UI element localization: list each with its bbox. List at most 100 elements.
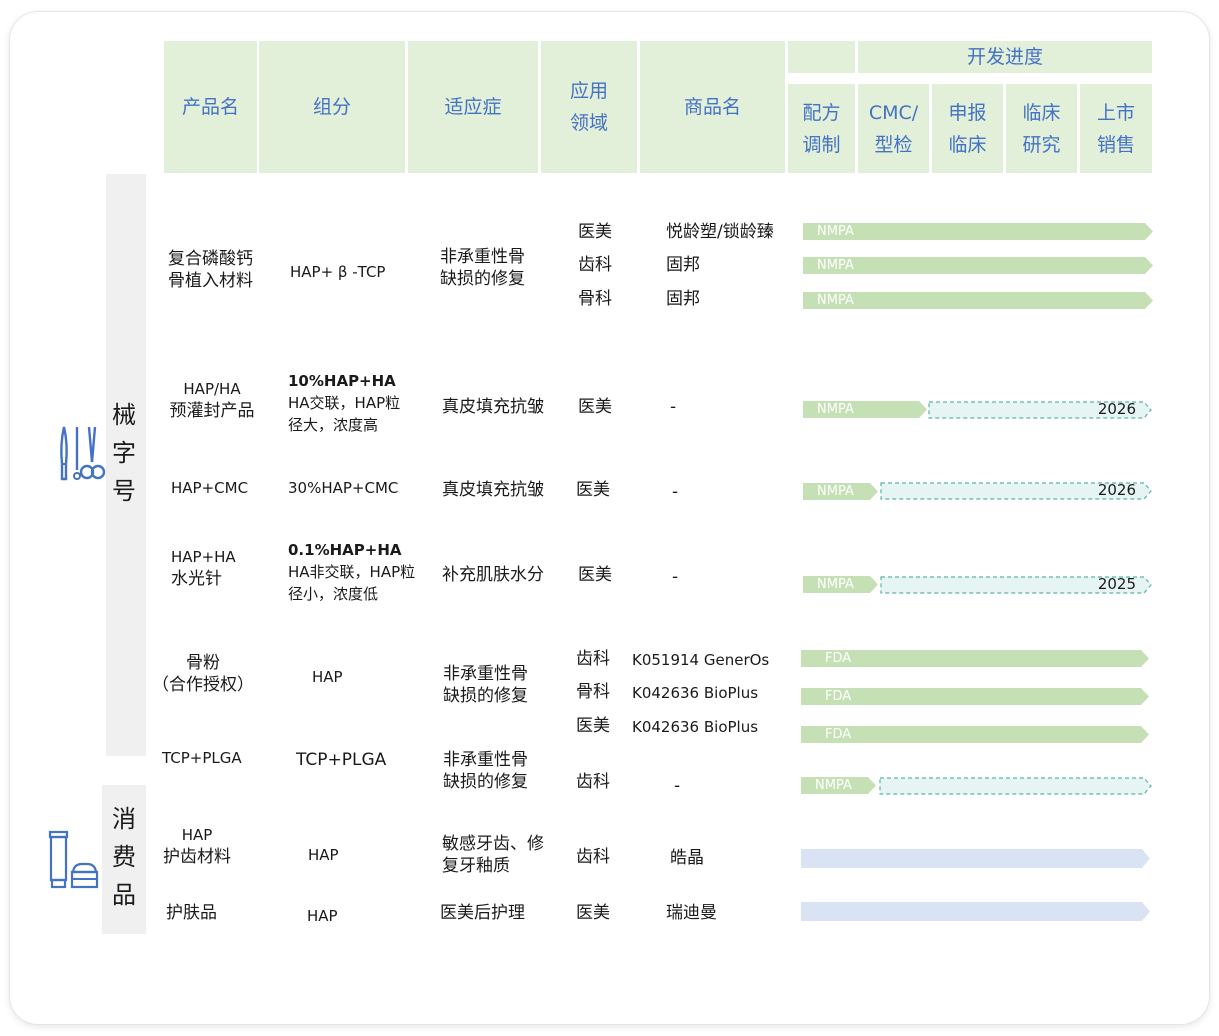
progress-bar: NMPA (803, 401, 927, 418)
component: 30%HAP+CMC (288, 479, 399, 497)
category-char: 消 (112, 805, 136, 833)
header-product-label: 产品名 (181, 96, 239, 118)
stage-line: 研究 (1022, 133, 1061, 156)
stage-line: 配方 (802, 101, 841, 124)
brand: K042636 BioPlus (632, 718, 759, 736)
stage-line: 型检 (874, 133, 913, 156)
field: 医美 (576, 903, 610, 923)
component: HAP (308, 846, 339, 864)
progress-bar: NMPA (803, 223, 1153, 240)
field: 齿科 (578, 255, 612, 275)
progress-bar: NMPA (803, 576, 878, 593)
progress-bar: NMPA (803, 257, 1153, 274)
progress-bar (801, 902, 1150, 921)
progress-bar (801, 849, 1150, 868)
header-stage: 配方调制 (788, 84, 855, 173)
brand: K042636 BioPlus (632, 684, 759, 702)
progress-bar: FDA (801, 726, 1149, 743)
stage-line: 申报 (948, 101, 987, 124)
brand: 固邦 (666, 289, 700, 309)
brand: - (672, 567, 679, 587)
brand: 瑞迪曼 (666, 903, 717, 923)
header-dev-progress: 开发进度 (858, 41, 1152, 73)
planned-bar: 2025 (880, 575, 1152, 594)
header-product: 产品名 (164, 41, 257, 173)
stage-line: CMC/ (868, 101, 919, 124)
progress-bar: FDA (801, 650, 1149, 667)
field: 骨科 (576, 682, 610, 702)
header-indication-label: 适应症 (444, 96, 502, 118)
product-name: 骨粉（合作授权） (152, 653, 254, 695)
cosmetic-tube-icon (46, 830, 101, 890)
field: 医美 (578, 565, 612, 585)
planned-year: 2025 (1097, 575, 1136, 593)
field: 齿科 (576, 847, 610, 867)
progress-bar: FDA (801, 688, 1149, 705)
header-component: 组分 (259, 41, 405, 173)
field: 骨科 (578, 289, 612, 309)
indication: 补充肌肤水分 (442, 565, 544, 585)
stage-line: 临床 (1022, 101, 1061, 124)
header-stage-blank (788, 41, 855, 73)
field: 医美 (578, 222, 612, 242)
indication: 真皮填充抗皱 (442, 480, 544, 500)
progress-bar: NMPA (803, 292, 1153, 309)
planned-bar (879, 777, 1152, 795)
brand: K051914 GenerOs (632, 651, 770, 669)
planned-year: 2026 (1097, 400, 1136, 418)
stage-line: 上市 (1096, 101, 1135, 124)
header-component-label: 组分 (312, 96, 351, 118)
header-stage: 申报临床 (932, 84, 1003, 173)
indication: 医美后护理 (440, 903, 525, 923)
category-band-consumer (102, 785, 146, 934)
brand: 固邦 (666, 255, 700, 275)
product-name: 复合磷酸钙骨植入材料 (168, 249, 253, 291)
category-char: 号 (112, 477, 136, 505)
product-name: HAP+CMC (171, 479, 249, 497)
category-label-consumer: 消 费 品 (104, 800, 144, 914)
header-stage: 临床研究 (1006, 84, 1077, 173)
brand: - (674, 776, 681, 796)
indication: 非承重性骨缺损的修复 (440, 247, 525, 289)
stage-line: 销售 (1096, 133, 1135, 156)
category-char: 字 (112, 439, 136, 467)
category-label-device: 械 字 号 (104, 396, 144, 510)
progress-bar: NMPA (801, 777, 876, 794)
field: 齿科 (576, 649, 610, 669)
brand: 皓晶 (670, 848, 704, 868)
header-field: 应用领域 (541, 41, 637, 173)
component: HAP (312, 668, 343, 686)
planned-bar: 2026 (880, 481, 1152, 500)
category-band-device (106, 174, 146, 756)
header-field-line: 领域 (569, 112, 608, 134)
header-brand-label: 商品名 (683, 96, 741, 118)
product-name: TCP+PLGA (162, 749, 242, 767)
progress-bar: NMPA (803, 483, 878, 500)
field: 医美 (576, 480, 610, 500)
stage-line: 临床 (948, 133, 987, 156)
header-stage: CMC/型检 (858, 84, 929, 173)
indication: 非承重性骨缺损的修复 (443, 750, 528, 792)
component: TCP+PLGA (296, 750, 387, 770)
indication: 敏感牙齿、修复牙釉质 (442, 834, 544, 876)
brand: - (672, 482, 679, 502)
header-stage: 上市销售 (1080, 84, 1152, 173)
indication: 非承重性骨缺损的修复 (443, 664, 528, 706)
category-char: 品 (112, 881, 136, 909)
header-dev-progress-label: 开发进度 (966, 46, 1043, 68)
field: 医美 (576, 716, 610, 736)
component: HAP+ β -TCP (290, 263, 386, 281)
planned-year: 2026 (1097, 481, 1136, 499)
stage-line: 调制 (802, 133, 841, 156)
category-char: 费 (112, 843, 136, 871)
surgical-tools-icon (56, 424, 106, 484)
brand: - (670, 397, 677, 417)
planned-bar: 2026 (928, 400, 1152, 419)
brand: 悦龄塑/锁龄臻 (666, 222, 774, 242)
field: 医美 (578, 397, 612, 417)
